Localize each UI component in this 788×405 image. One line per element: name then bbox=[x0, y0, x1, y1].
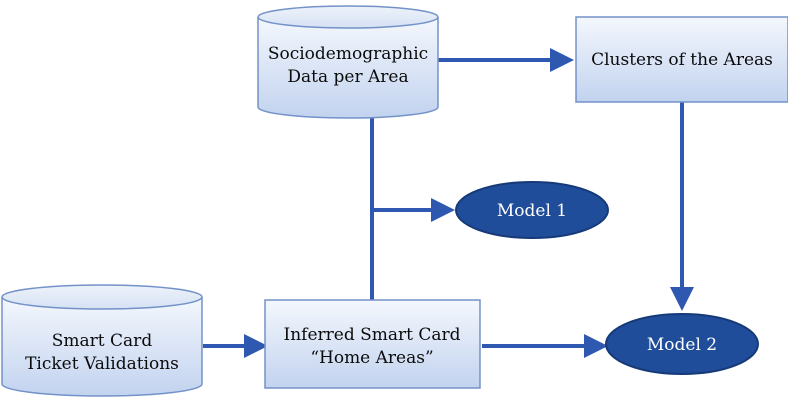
clusters-label: Clusters of the Areas bbox=[591, 50, 773, 70]
inferred-line1: Inferred Smart Card bbox=[283, 325, 460, 345]
node-model-2: Model 2 bbox=[605, 313, 759, 375]
sociodemographic-line2: Data per Area bbox=[287, 67, 408, 87]
sociodemographic-line1: Sociodemographic bbox=[268, 44, 428, 64]
smart-card-line1: Smart Card bbox=[52, 331, 153, 351]
model2-label: Model 2 bbox=[647, 335, 717, 355]
node-sociodemographic-data: Sociodemographic Data per Area bbox=[257, 5, 439, 119]
inferred-line2: “Home Areas” bbox=[310, 348, 433, 368]
connectors bbox=[203, 48, 694, 358]
smart-card-line2: Ticket Validations bbox=[25, 354, 179, 374]
node-inferred-home-areas: Inferred Smart Card “Home Areas” bbox=[264, 299, 481, 389]
node-smart-card-validations: Smart Card Ticket Validations bbox=[1, 284, 203, 397]
node-clusters-of-areas: Clusters of the Areas bbox=[575, 16, 788, 103]
model1-label: Model 1 bbox=[497, 201, 567, 221]
node-model-1: Model 1 bbox=[455, 181, 609, 239]
